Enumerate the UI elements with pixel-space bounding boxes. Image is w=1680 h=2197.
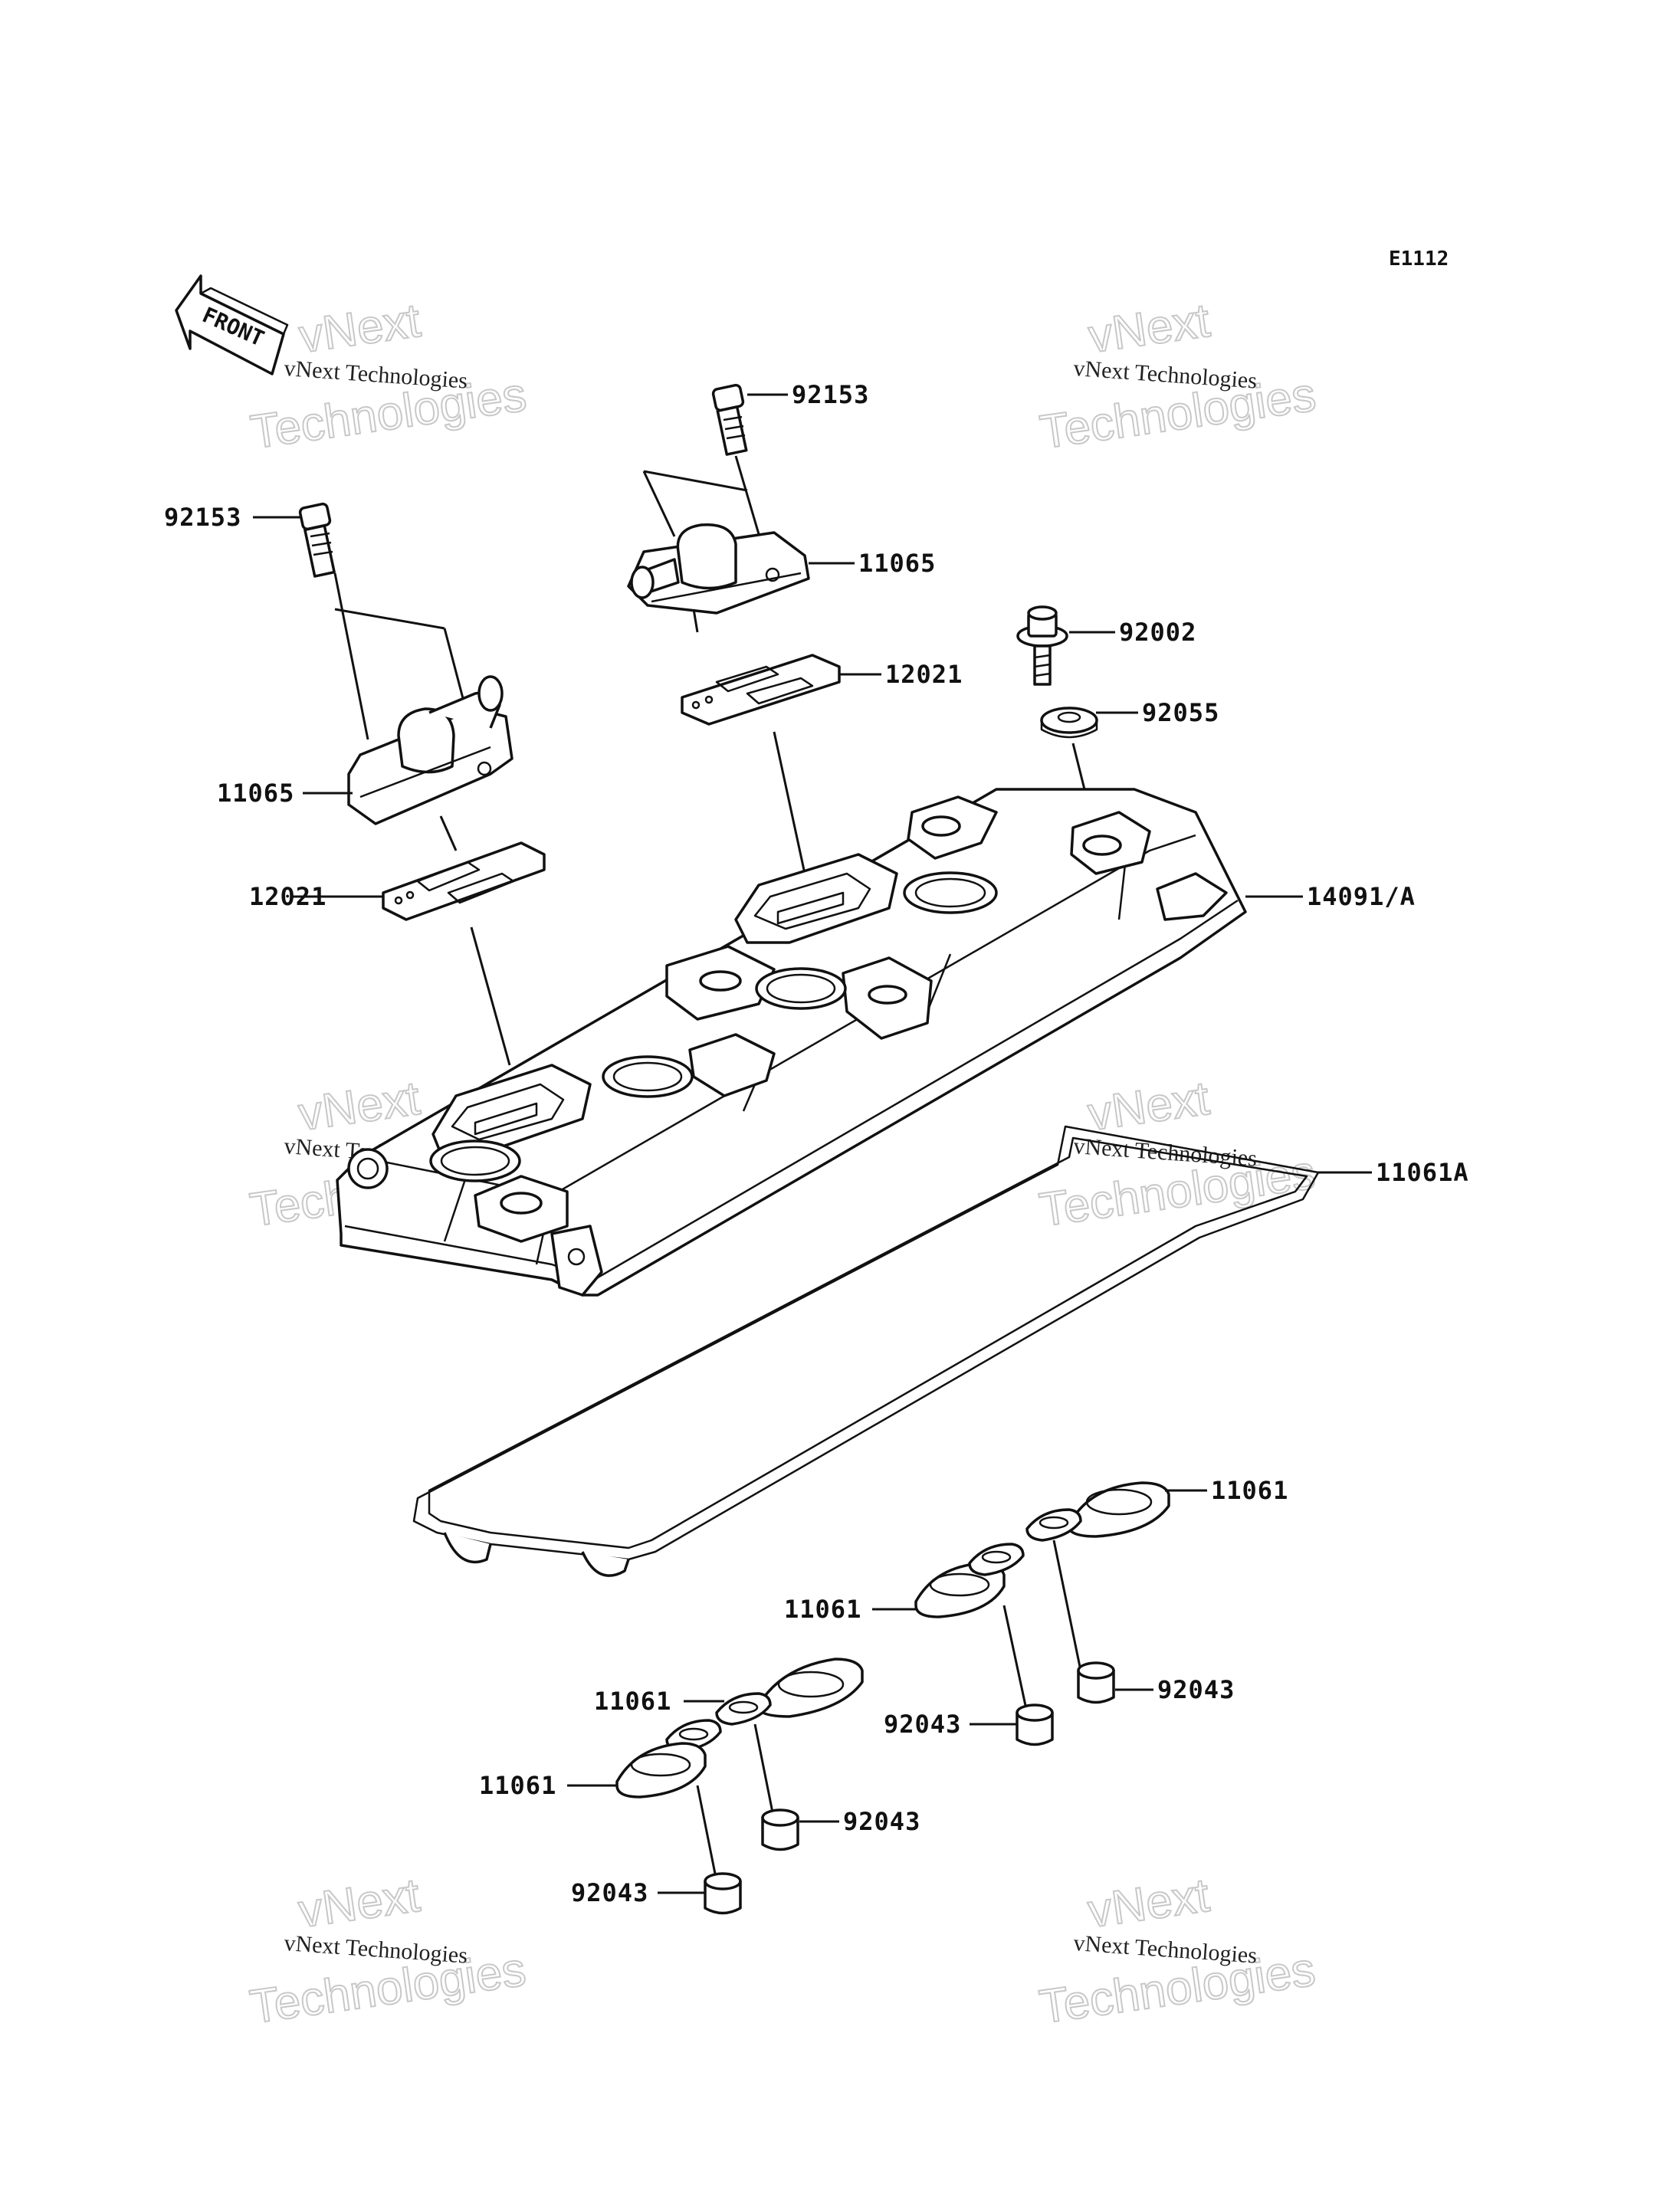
label-collar-3: 92043: [843, 1807, 920, 1836]
plug-gasket-2-icon: [914, 1562, 1006, 1618]
label-reed-gasket-left: 12021: [249, 882, 326, 911]
damper-washer-icon: [1040, 707, 1098, 739]
head-cover-icon: [336, 788, 1247, 1297]
front-arrow-icon: FRONT: [175, 274, 289, 375]
label-plug-gasket-3: 11061: [594, 1687, 671, 1716]
plug-gasket-small-icon: [1025, 1508, 1082, 1542]
label-bolt-left: 92153: [164, 503, 241, 532]
label-plug-gasket-4: 11061: [479, 1771, 556, 1800]
label-bolt-center: 92153: [792, 380, 869, 409]
label-breather-cover-left: 11065: [217, 779, 294, 808]
reed-gasket-center-icon: [681, 654, 841, 726]
label-plug-gasket-1: 11061: [1211, 1476, 1288, 1505]
bolt-left-icon: [298, 502, 336, 578]
label-reed-gasket-center: 12021: [885, 660, 963, 689]
diagram-code: E1112: [1389, 248, 1449, 271]
label-plug-gasket-2: 11061: [784, 1595, 861, 1624]
plug-gasket-4-icon: [615, 1742, 707, 1799]
watermark-line1: vNext: [1085, 294, 1213, 363]
collar-3-icon: [761, 1808, 799, 1851]
breather-cover-center-icon: [627, 523, 810, 615]
label-collar-4: 92043: [571, 1878, 648, 1907]
watermark-line1: vNext: [296, 294, 424, 363]
label-cover-gasket: 11061A: [1376, 1158, 1469, 1187]
label-damper-washer: 92055: [1142, 698, 1219, 727]
collar-1-icon: [1077, 1661, 1115, 1704]
breather-cover-left-icon: [347, 675, 514, 825]
bolt-cover-icon: [1016, 605, 1068, 686]
label-collar-2: 92043: [884, 1710, 961, 1739]
watermark-line1: vNext: [1084, 1072, 1212, 1141]
bolt-center-icon: [711, 383, 748, 456]
plug-gasket-small-icon: [715, 1692, 772, 1726]
plug-gasket-1-icon: [1068, 1481, 1170, 1538]
plug-gasket-small-icon: [968, 1543, 1025, 1576]
label-head-cover: 14091/A: [1307, 882, 1416, 911]
label-collar-1: 92043: [1157, 1675, 1235, 1704]
cover-gasket-icon: [412, 1125, 1320, 1577]
plug-gasket-3-icon: [757, 1658, 864, 1718]
label-bolt-cover: 92002: [1119, 618, 1196, 647]
watermark-line1: vNext: [295, 1869, 423, 1938]
label-breather-cover-center: 11065: [858, 549, 936, 578]
collar-2-icon: [1016, 1703, 1054, 1746]
watermark-line1: vNext: [1084, 1869, 1212, 1938]
collar-4-icon: [704, 1872, 742, 1915]
reed-gasket-left-icon: [382, 841, 546, 921]
